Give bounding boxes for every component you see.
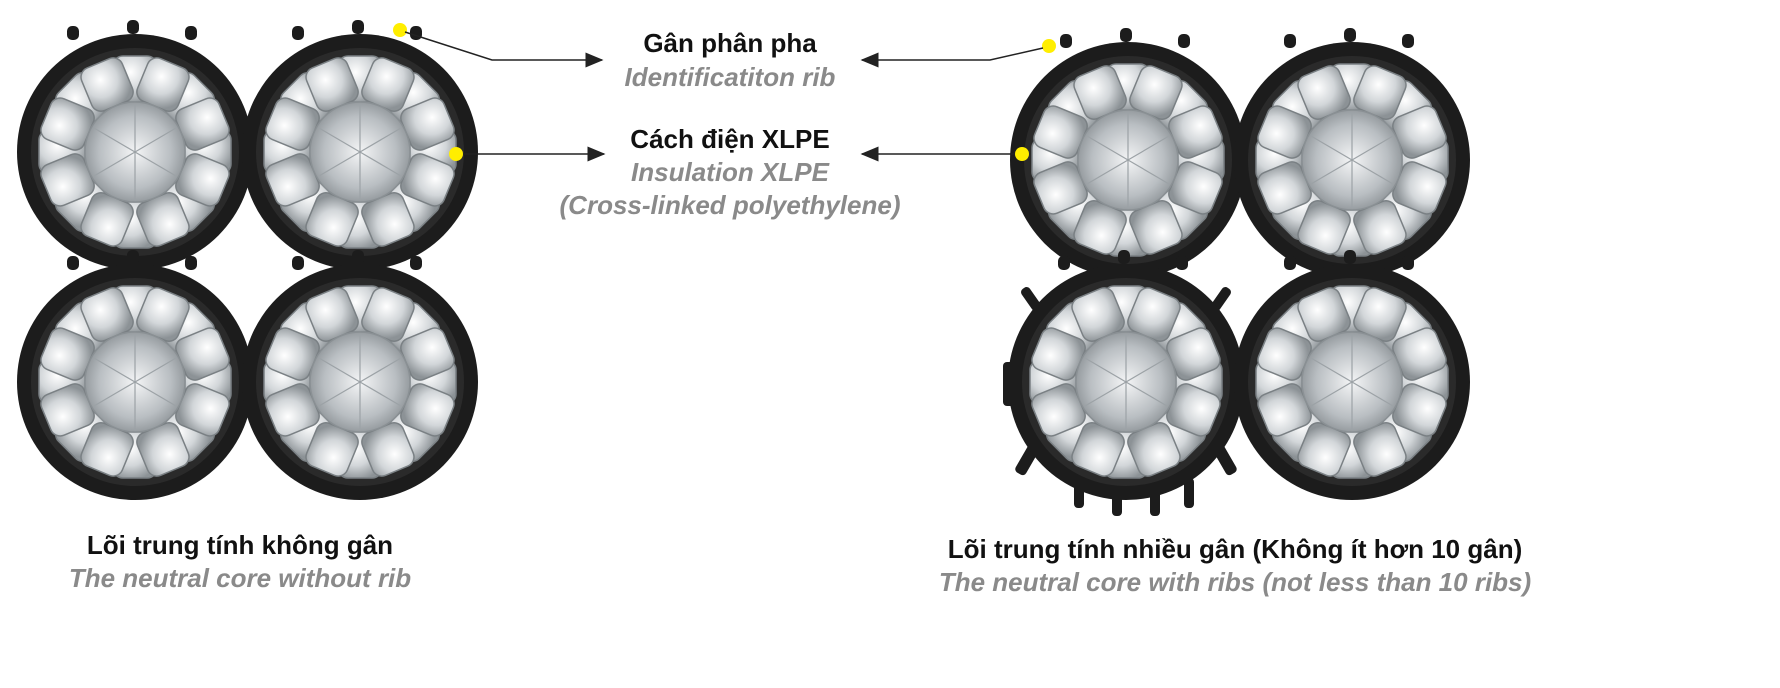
cable-core-left-top-left: [16, 19, 254, 271]
marker-dot-insulation-left: [449, 147, 463, 161]
marker-dots: [393, 23, 1056, 161]
marker-dot-rib-right: [1042, 39, 1056, 53]
rib-label-en: Identificatiton rib: [624, 62, 836, 92]
rib-label-vi: Gân phân pha: [643, 28, 817, 58]
cable-core-right-bottom-right: [1233, 249, 1471, 501]
cable-core-right-top-right: [1233, 27, 1471, 279]
marker-dot-rib-left: [393, 23, 407, 37]
right-caption-en: The neutral core with ribs (not less tha…: [938, 567, 1532, 597]
cable-core-right-bottom-left-neutral-ribbed: [1003, 249, 1249, 516]
left-caption-en: The neutral core without rib: [68, 563, 412, 593]
arrow-rib-right: [860, 47, 1044, 68]
left-caption-vi: Lõi trung tính không gân: [86, 530, 394, 560]
right-caption-vi: Lõi trung tính nhiều gân (Không ít hơn 1…: [947, 534, 1523, 564]
left-cable-group: [16, 19, 479, 501]
cable-core-left-bottom-right: [241, 249, 479, 501]
arrow-rib-left: [404, 31, 604, 68]
insulation-label-en: Insulation XLPE: [631, 157, 829, 187]
cable-core-left-bottom-left: [16, 249, 254, 501]
cable-core-right-top-left: [1009, 27, 1247, 279]
marker-dot-insulation-right: [1015, 147, 1029, 161]
cable-core-left-top-right: [241, 19, 479, 271]
leader-lines: [404, 31, 1044, 162]
insulation-label-en-sub: (Cross-linked polyethylene): [559, 190, 901, 220]
insulation-label-vi: Cách điện XLPE: [630, 124, 830, 154]
right-cable-group: [1003, 27, 1471, 516]
